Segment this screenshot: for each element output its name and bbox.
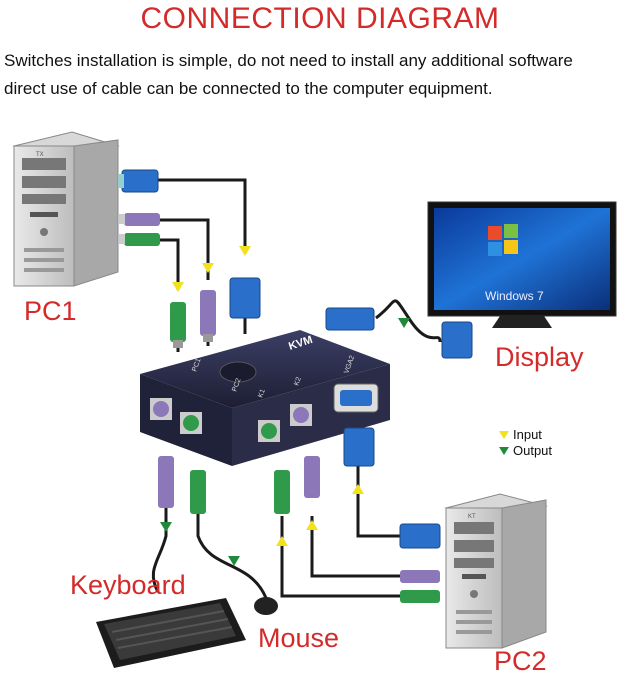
kvm-port-pc1: PC1 — [191, 357, 202, 372]
display-cable — [325, 299, 473, 359]
legend-input: Input — [499, 427, 552, 443]
pc2-input-arrows — [276, 484, 364, 546]
monitor: Windows 7 — [427, 201, 617, 328]
legend-output-label: Output — [513, 443, 553, 458]
pc2-connectors — [274, 427, 441, 603]
pc1-connectors — [118, 169, 261, 348]
output-arrow-icon — [499, 447, 509, 455]
page-title: CONNECTION DIAGRAM — [140, 2, 500, 35]
pc2-label: PC2 — [494, 646, 547, 676]
windows-text: Windows 7 — [485, 289, 544, 303]
display-label: Display — [495, 342, 584, 372]
input-arrow-icon — [499, 431, 509, 439]
pc2-tower: KT — [444, 493, 548, 649]
kvm-vga-port — [333, 383, 379, 413]
display-output-arrow — [398, 318, 410, 328]
mouse-label: Mouse — [258, 623, 340, 653]
pc1-input-arrows — [172, 246, 251, 292]
mouse — [254, 597, 278, 615]
keyboard-label: Keyboard — [70, 570, 186, 600]
pc2-cables — [280, 466, 400, 598]
description-line-2: direct use of cable can be connected to … — [4, 79, 493, 98]
kvm-ps2-ports — [150, 398, 312, 442]
kvm-port-k2: K2 — [293, 376, 303, 387]
keyboard — [96, 598, 246, 668]
windows-logo-icon — [488, 224, 518, 256]
description-line-1: Switches installation is simple, do not … — [4, 51, 573, 70]
pc1-cables — [158, 178, 247, 352]
peripheral-cables — [151, 508, 268, 599]
legend-input-label: Input — [513, 427, 542, 442]
legend: Input Output — [499, 427, 552, 459]
peripheral-connectors — [158, 456, 240, 566]
legend-output: Output — [499, 443, 552, 459]
kvm-port-k1: K1 — [257, 388, 267, 399]
pc1-tower: TX — [12, 131, 120, 287]
pc1-badge: TX — [36, 152, 44, 158]
pc2-badge: KT — [468, 514, 476, 520]
pc1-label: PC1 — [24, 296, 77, 326]
kvm-switch: KVM K1 K2 VGA2 PC1 PC2 — [140, 330, 390, 466]
kvm-port-pc2: PC2 — [231, 377, 242, 392]
